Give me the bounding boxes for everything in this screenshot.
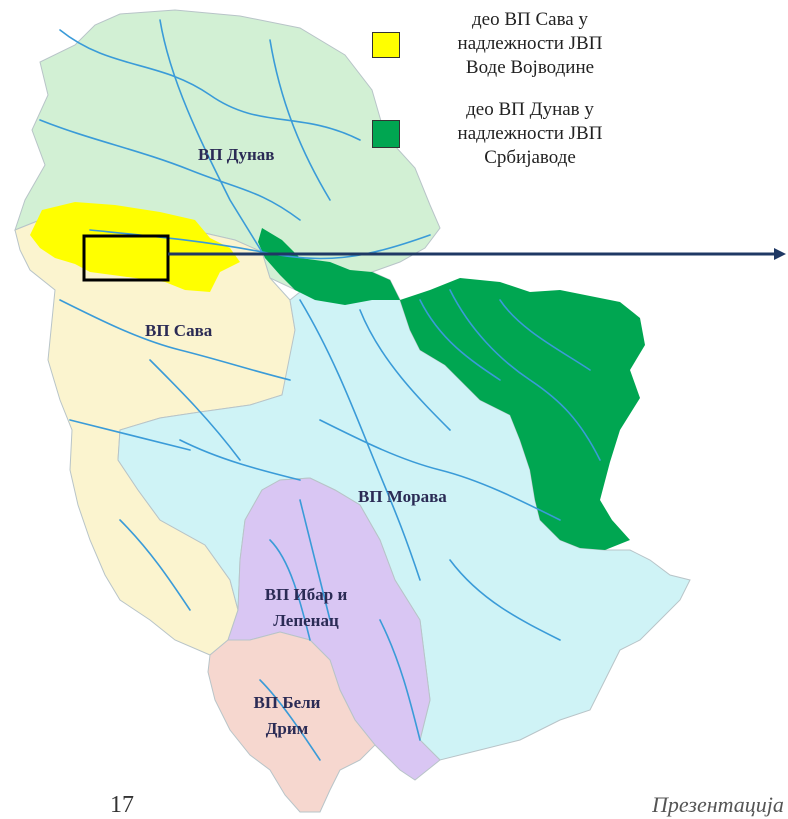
sava-vojvodina-area[interactable] xyxy=(30,202,240,292)
legend-swatch-dunav-srbijavode xyxy=(372,120,400,148)
legend-label-sava-vojvodina: део ВП Сава у надлежности ЈВП Воде Војво… xyxy=(457,9,603,78)
footer-text: Презентација xyxy=(652,792,784,817)
legend-swatch-sava-vojvodina xyxy=(372,32,400,58)
zoom-box[interactable] xyxy=(82,234,170,282)
region-label-morava: ВП Морава xyxy=(358,487,447,506)
page-number: 17 xyxy=(110,792,134,818)
river-network xyxy=(39,19,601,761)
region-label-dunav: ВП Дунав xyxy=(198,145,274,164)
pointer-arrow-head xyxy=(774,248,786,260)
legend-label-dunav-srbijavode: део ВП Дунав у надлежности ЈВП Србијавод… xyxy=(457,99,603,168)
region-label-sava: ВП Сава xyxy=(145,321,213,340)
dunav-srbijavode-area[interactable] xyxy=(258,228,645,550)
region-drim[interactable] xyxy=(207,631,376,813)
